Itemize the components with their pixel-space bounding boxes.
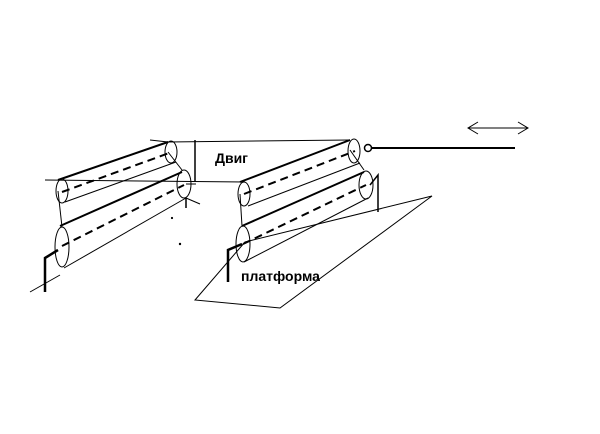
right-lower-cylinder	[235, 170, 374, 263]
right-upper-cylinder	[237, 138, 361, 207]
left-lower-cylinder	[54, 169, 192, 269]
right-roller-unit	[226, 138, 379, 282]
left-stand-leg	[43, 248, 59, 292]
pull-cord	[363, 143, 515, 153]
left-upper-cylinder	[55, 140, 178, 204]
motor-label: Двиг	[215, 150, 249, 166]
platform-outline	[193, 195, 433, 309]
double-arrow-icon	[467, 121, 529, 135]
platform-label: платформа	[241, 268, 320, 284]
right-back-post	[369, 172, 379, 212]
left-roller-unit	[29, 140, 201, 293]
rope-loop	[44, 139, 351, 183]
right-stand-leg	[226, 242, 243, 282]
